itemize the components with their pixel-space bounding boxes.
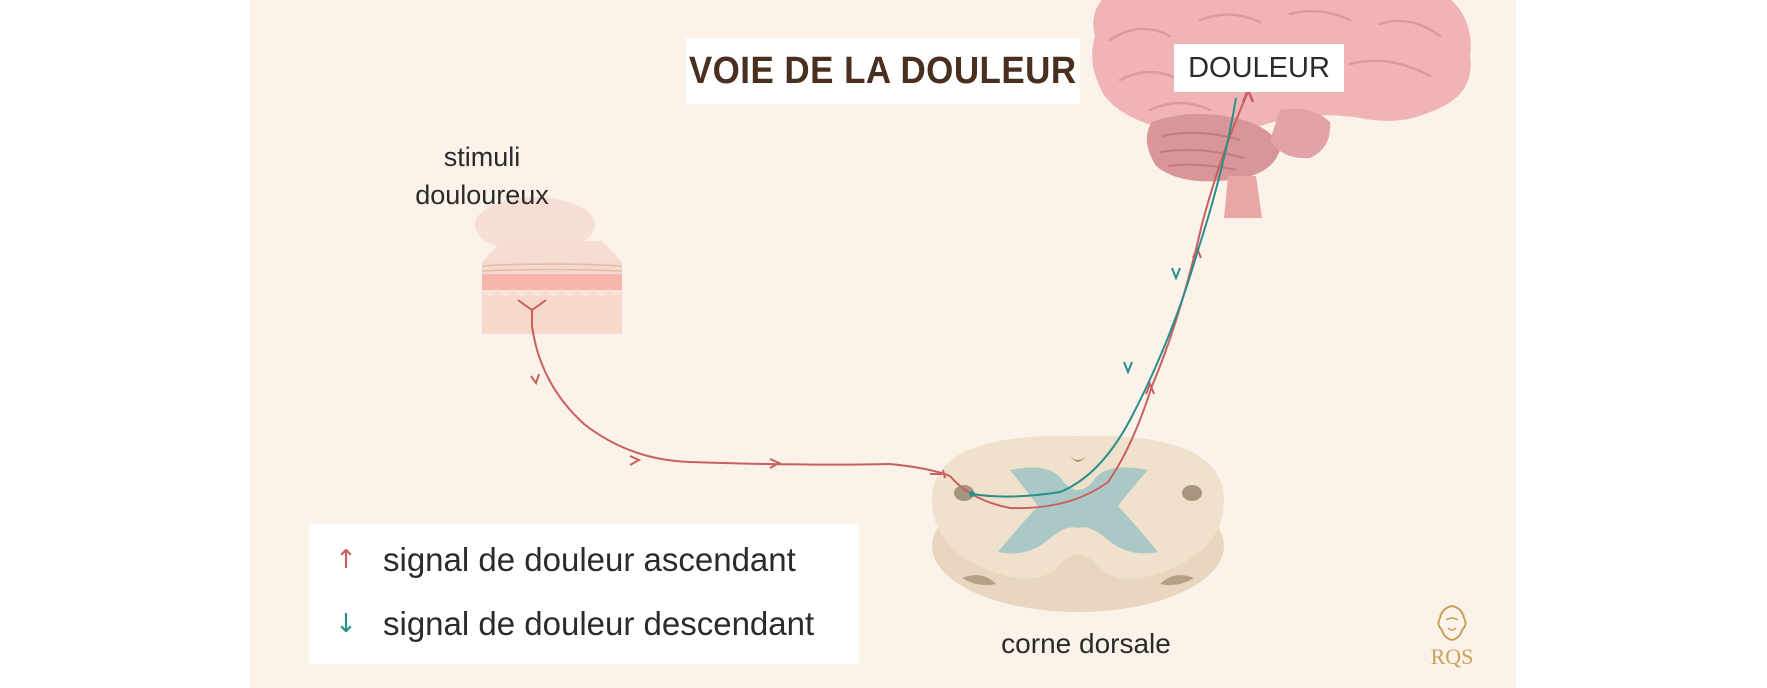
arrow-up-icon: ↑ (335, 545, 357, 575)
dorsal-horn-label: corne dorsale (1001, 628, 1171, 659)
rqs-logo: RQS (1431, 604, 1474, 669)
page-title: VOIE DE LA DOULEUR (689, 49, 1077, 92)
legend-label-descending: signal de douleur descendant (383, 605, 815, 642)
stimuli-label-line-2: douloureux (415, 180, 549, 210)
logo-wordmark: RQS (1431, 644, 1474, 669)
diagram-panel: VOIE DE LA DOULEUR DOULEUR stimuli doulo… (250, 0, 1516, 688)
skin-block (475, 197, 623, 334)
legend-item-descending: ↓ signal de douleur descendant (309, 594, 814, 654)
lion-crest-icon (1437, 604, 1467, 642)
brain (1092, 0, 1471, 218)
title-box: VOIE DE LA DOULEUR (686, 38, 1080, 104)
stimuli-label: stimuli douloureux (382, 138, 582, 214)
pain-pathway-illustration (475, 0, 1471, 612)
brain-label: DOULEUR (1174, 44, 1344, 92)
legend-item-ascending: ↑ signal de douleur ascendant (309, 530, 796, 590)
spinal-cord-section (932, 435, 1224, 612)
legend-label-ascending: signal de douleur ascendant (383, 541, 796, 578)
stimuli-label-line-1: stimuli (443, 142, 521, 172)
descending-pathway (969, 97, 1237, 498)
arrow-down-icon: ↓ (335, 609, 357, 639)
legend: ↑ signal de douleur ascendant ↓ signal d… (309, 524, 859, 664)
